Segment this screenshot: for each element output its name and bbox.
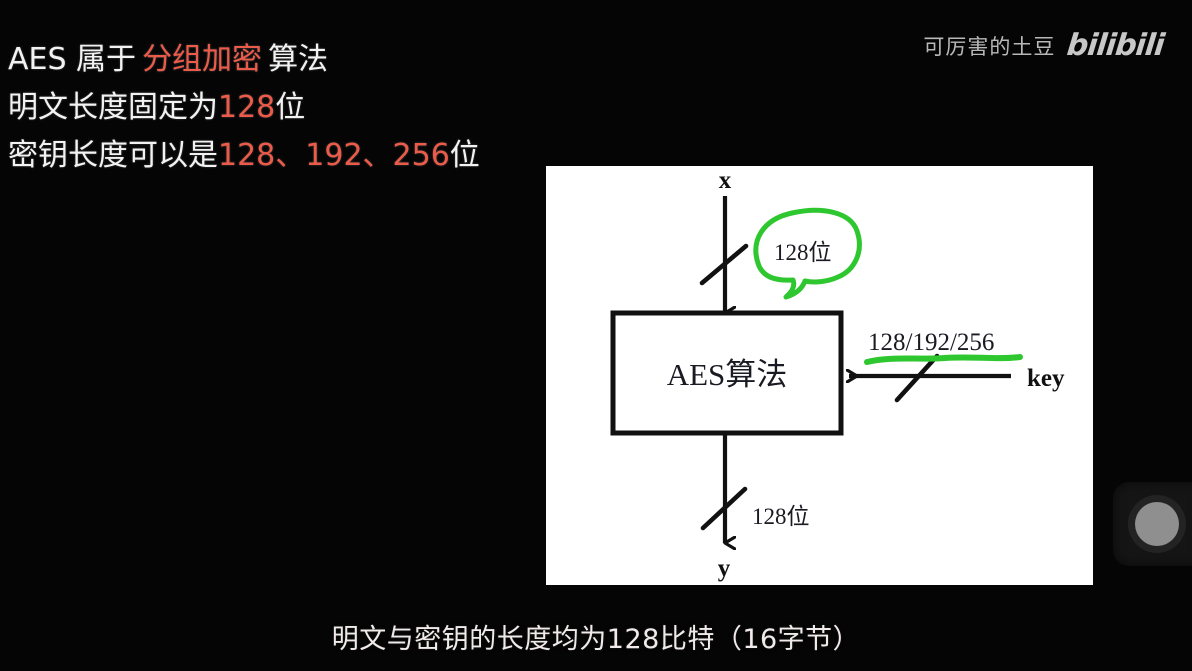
- key-label: key: [1027, 365, 1065, 392]
- record-button-knob: [1135, 502, 1179, 546]
- bullet-3-highlight-256: 256: [392, 138, 450, 173]
- watermark-author: 可厉害的土豆: [923, 34, 1056, 59]
- watermark: 可厉害的土豆 bilibili: [923, 28, 1166, 63]
- bullet-2-prefix: 明文长度固定为: [8, 90, 218, 125]
- input-label: x: [719, 167, 732, 194]
- bilibili-logo-icon: bilibili: [1065, 28, 1166, 63]
- bullet-list: AES 属于分组加密算法 明文长度固定为128位 密钥长度可以是128、192、…: [8, 36, 528, 180]
- bullet-2-suffix: 位: [275, 90, 306, 125]
- key-width-label: 128/192/256: [868, 329, 994, 356]
- bullet-3-separator-2: 、: [362, 138, 393, 173]
- bullet-1-suffix: 算法: [268, 42, 329, 77]
- bullet-3-prefix: 密钥长度可以是: [8, 138, 218, 173]
- input-width-label: 128位: [774, 240, 832, 265]
- output-label: y: [718, 555, 731, 582]
- bullet-line-3: 密钥长度可以是128、192、256位: [8, 132, 528, 180]
- bullet-1-prefix: AES 属于: [8, 42, 137, 77]
- aes-algorithm-box: [610, 310, 844, 436]
- caption-text: 明文与密钥的长度均为128比特（16字节）: [331, 624, 861, 655]
- green-bubble-annotation: [753, 207, 862, 300]
- bullet-3-separator-1: 、: [275, 138, 306, 173]
- bullet-3-highlight-192: 192: [305, 138, 363, 173]
- bullet-line-1: AES 属于分组加密算法: [8, 36, 528, 84]
- output-width-label: 128位: [752, 504, 810, 529]
- key-bus-tick: [894, 353, 940, 403]
- record-button-ring: [1128, 495, 1186, 553]
- aes-block-diagram: x y key AES算法 128位 128位 128/192/256: [546, 166, 1093, 585]
- output-bus-tick: [700, 486, 748, 531]
- record-button[interactable]: [1113, 482, 1192, 566]
- green-underline-annotation: [864, 354, 1023, 365]
- input-bus-tick: [699, 243, 749, 286]
- bullet-3-highlight-128: 128: [218, 138, 276, 173]
- bullet-2-highlight: 128: [218, 90, 276, 125]
- bullet-line-2: 明文长度固定为128位: [8, 84, 528, 132]
- bullet-3-suffix: 位: [449, 138, 480, 173]
- aes-box-label: AES算法: [667, 357, 788, 392]
- bullet-1-highlight: 分组加密: [142, 42, 263, 77]
